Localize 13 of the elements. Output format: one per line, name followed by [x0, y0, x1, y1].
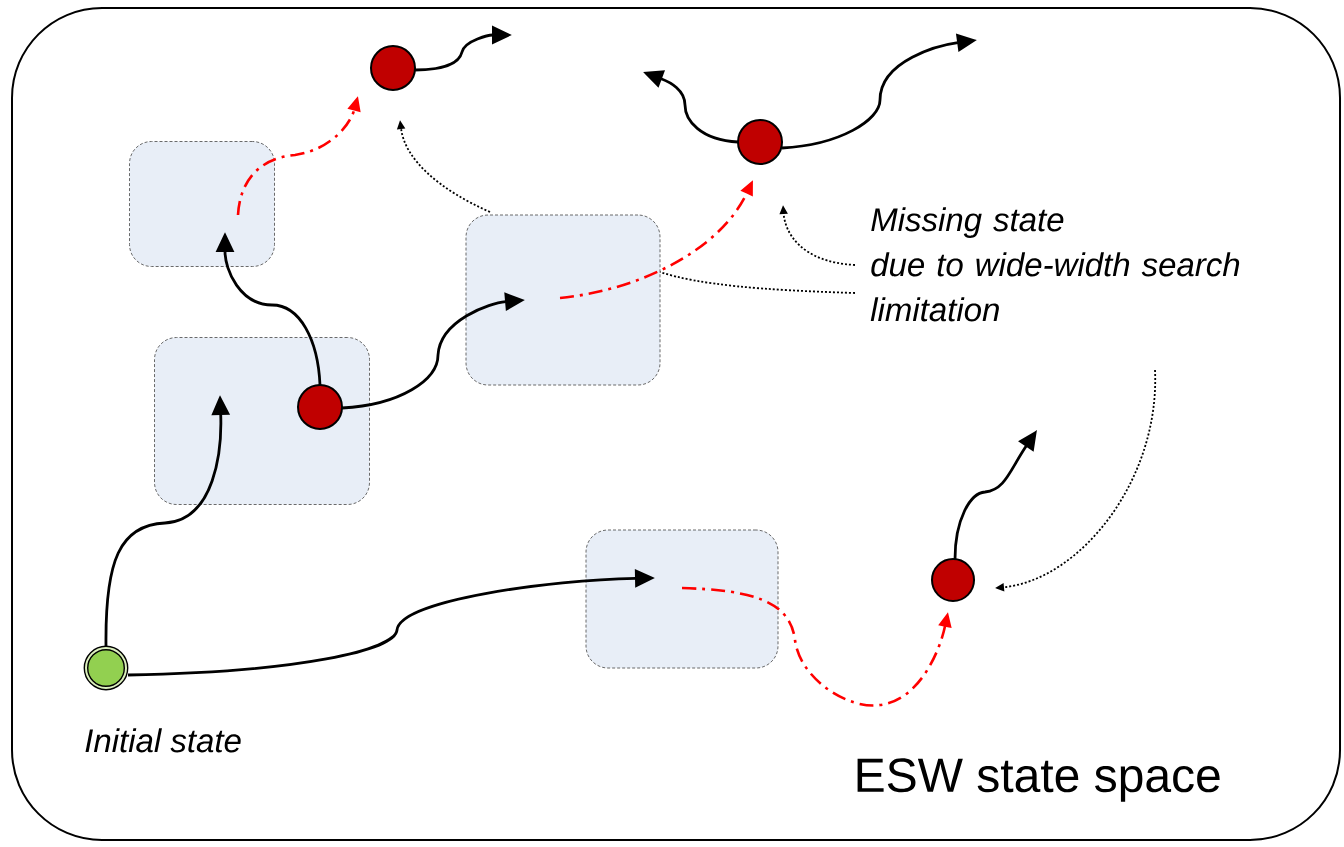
- state-circle: [297, 384, 343, 430]
- state-circle: [931, 558, 975, 602]
- state-circle: [737, 119, 783, 165]
- state-region-box: [154, 337, 370, 505]
- transition-arrow: [681, 586, 952, 707]
- state-region-box: [465, 214, 661, 386]
- leader-line: [659, 271, 856, 294]
- state-circle: [370, 45, 416, 91]
- state-caption: Initial state: [85, 728, 241, 753]
- frame-label: ESW state space: [857, 758, 1220, 802]
- state-region-box: [129, 141, 275, 267]
- annotation-text: Missing state due to wide-width search limitation: [870, 207, 1240, 322]
- state-region-box: [585, 529, 779, 669]
